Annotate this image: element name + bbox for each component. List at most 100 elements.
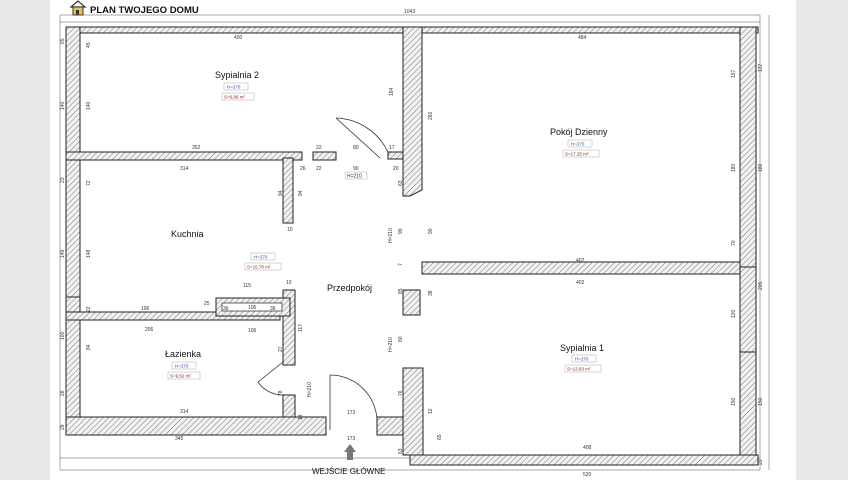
dim-label: 196 [141,306,150,312]
dim-label: 173 [347,410,356,416]
dim-label: 10 [286,280,292,286]
door-height: H=210 [307,382,313,397]
dim-label: 27 [278,346,284,352]
dim-label: 36 [223,306,229,312]
dim-label: 20 [393,166,399,172]
room-area: S=13.03 m² [567,367,591,372]
dim-label: 78 [278,390,284,396]
dim-label: 345 [175,436,184,442]
dim-label: 402 [576,280,585,286]
house-icon [69,0,87,16]
room-area: S=15.78 m² [247,265,271,270]
dim-label: 90 [428,228,434,234]
dim-label: 80 [398,336,404,342]
dim-label: 14 [298,414,304,420]
dim-label: 140 [86,101,92,110]
dim-label: 17 [389,145,395,151]
dim-label: 150 [731,397,737,406]
dim-label: 85 [398,288,404,294]
dim-label: 23 [758,459,764,465]
room-przedpokoj: Przedpokój [327,283,372,293]
dim-label: 314 [180,409,189,415]
dim-label: 22 [86,306,92,312]
room-height: H=270 [175,364,189,369]
dim-label: 36 [270,306,276,312]
left-margin [0,0,50,480]
dim-label: 173 [347,436,356,442]
dim-label: 94 [278,190,284,196]
door-height: H=210 [388,337,394,352]
dim-label: 63 [398,180,404,186]
kitchen-counter [221,302,283,312]
room-height: H=270 [571,142,585,147]
dim-label: 314 [180,166,189,172]
room-height: H=270 [575,357,589,362]
dim-label: 28 [60,390,66,396]
room-lazienka: Łazienka H=270 S=9.52 m² [165,349,201,380]
dim-label: 25 [204,301,210,307]
dim-label: 12 [428,408,434,414]
dim-label: 29 [60,424,66,430]
walls [65,26,759,466]
dim-label: 100 [60,331,66,340]
room-name: Łazienka [165,349,201,359]
dim-label: 206 [145,327,154,333]
dim-label: 90 [353,166,359,172]
right-margin [796,0,848,480]
dim-label: 84 [86,344,92,350]
dim-label: 117 [298,324,304,332]
dim-label: 120 [731,309,737,318]
dim-label: 260 [428,111,434,120]
dimension-numbers: 1043 400 484 352 314 22 80 17 26 22 90 2… [141,9,592,478]
room-sypialnia2: Sypialnia 2 H=270 S=6,86 m² [215,70,259,101]
dim-label: 26 [300,166,306,172]
dim-label: 65 [437,434,443,440]
dim-label: 72 [86,180,92,186]
door-height: H=210 [388,228,394,243]
room-pokoj-dzienny: Pokój Dzienny H=270 S=17.25 m² [550,127,608,158]
room-sypialnia1: Sypialnia 1 H=270 S=13.03 m² [560,343,604,373]
dim-label: 149 [60,249,66,258]
dim-label: 106 [248,305,257,311]
room-height: H=270 [227,85,241,90]
arrow-up-icon [344,444,356,460]
room-height: H=270 [254,255,268,260]
dim-label: 94 [298,190,304,196]
dim-label: 137 [758,63,764,72]
dim-label: 115 [243,283,251,289]
dim-label: 520 [583,472,592,478]
dim-label: 484 [578,35,587,41]
dim-label: 70 [731,240,737,246]
dim-label: 408 [583,445,592,451]
dim-label: 45 [86,42,92,48]
door-heights: H=210 H=210 H=210 H=210 [307,171,394,397]
entrance-label: WEJŚCIE GŁÓWNE [312,467,385,476]
plan-title: PLAN TWOJEGO DOMU [90,5,199,16]
dim-label: 63 [398,448,404,454]
dim-label: 7 [398,263,404,266]
dim-label: 400 [234,35,243,41]
dim-label: 402 [576,258,585,264]
dim-label: 38 [428,290,434,296]
dim-label: 352 [192,145,201,151]
dim-label: 80 [353,145,359,151]
room-area: S=6,86 m² [224,95,245,100]
dim-label: 23 [60,177,66,183]
dim-label: 150 [758,397,764,406]
door-swings [257,117,389,430]
dim-label: 180 [758,163,764,172]
room-name: Pokój Dzienny [550,127,608,137]
dim-label: 148 [86,249,92,258]
dim-label: 180 [731,163,737,172]
room-name: Sypialnia 1 [560,343,604,353]
room-name: Kuchnia [171,229,204,239]
dim-label: 76 [398,390,404,396]
dim-label: 184 [389,87,395,96]
dim-label: 22 [316,166,322,172]
room-name: Sypialnia 2 [215,70,259,80]
dimension-numbers-vertical: 65 45 140 140 23 72 149 148 22 100 84 28… [60,38,764,465]
dim-label: 10 [287,227,293,233]
dim-label: 22 [316,145,322,151]
dim-label: 140 [60,101,66,110]
